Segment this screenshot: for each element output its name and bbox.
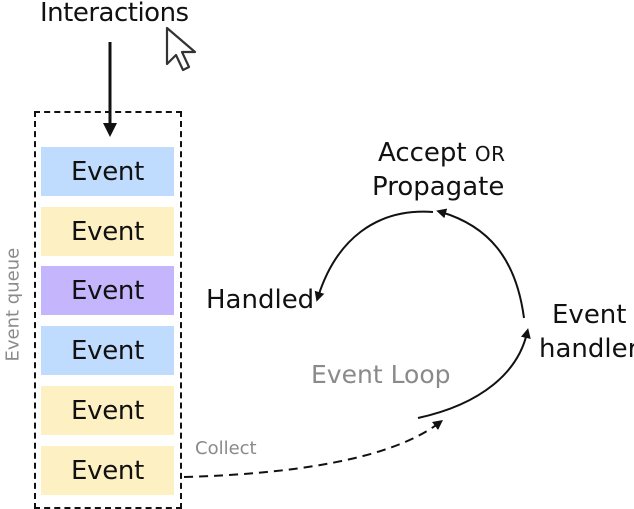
queue-event: Event [41,386,174,435]
accept-label: Accept [378,138,467,168]
handler-to-accept-arrow [436,208,525,319]
handled-label: Handled [206,285,315,315]
loop-to-handler-arrow [417,328,531,419]
queue-event: Event [41,147,174,196]
queue-event: Event [41,326,174,375]
collect-label: Collect [195,438,257,459]
interactions-title: Interactions [40,0,189,28]
queue-event: Event [41,266,174,315]
mouse-pointer-icon [165,26,197,72]
queue-event: Event [41,446,174,495]
event-loop-label: Event Loop [311,360,451,389]
event-handler-label-line2: handler [539,334,634,364]
accept-or-label: Accept OR [378,138,506,168]
queue-event: Event [41,207,174,256]
accept-to-handled-arrow [314,210,434,302]
event-handler-label-line1: Event [552,300,627,330]
propagate-label: Propagate [372,172,505,202]
event-queue-label: Event queue [2,247,24,362]
or-label: OR [474,142,506,166]
